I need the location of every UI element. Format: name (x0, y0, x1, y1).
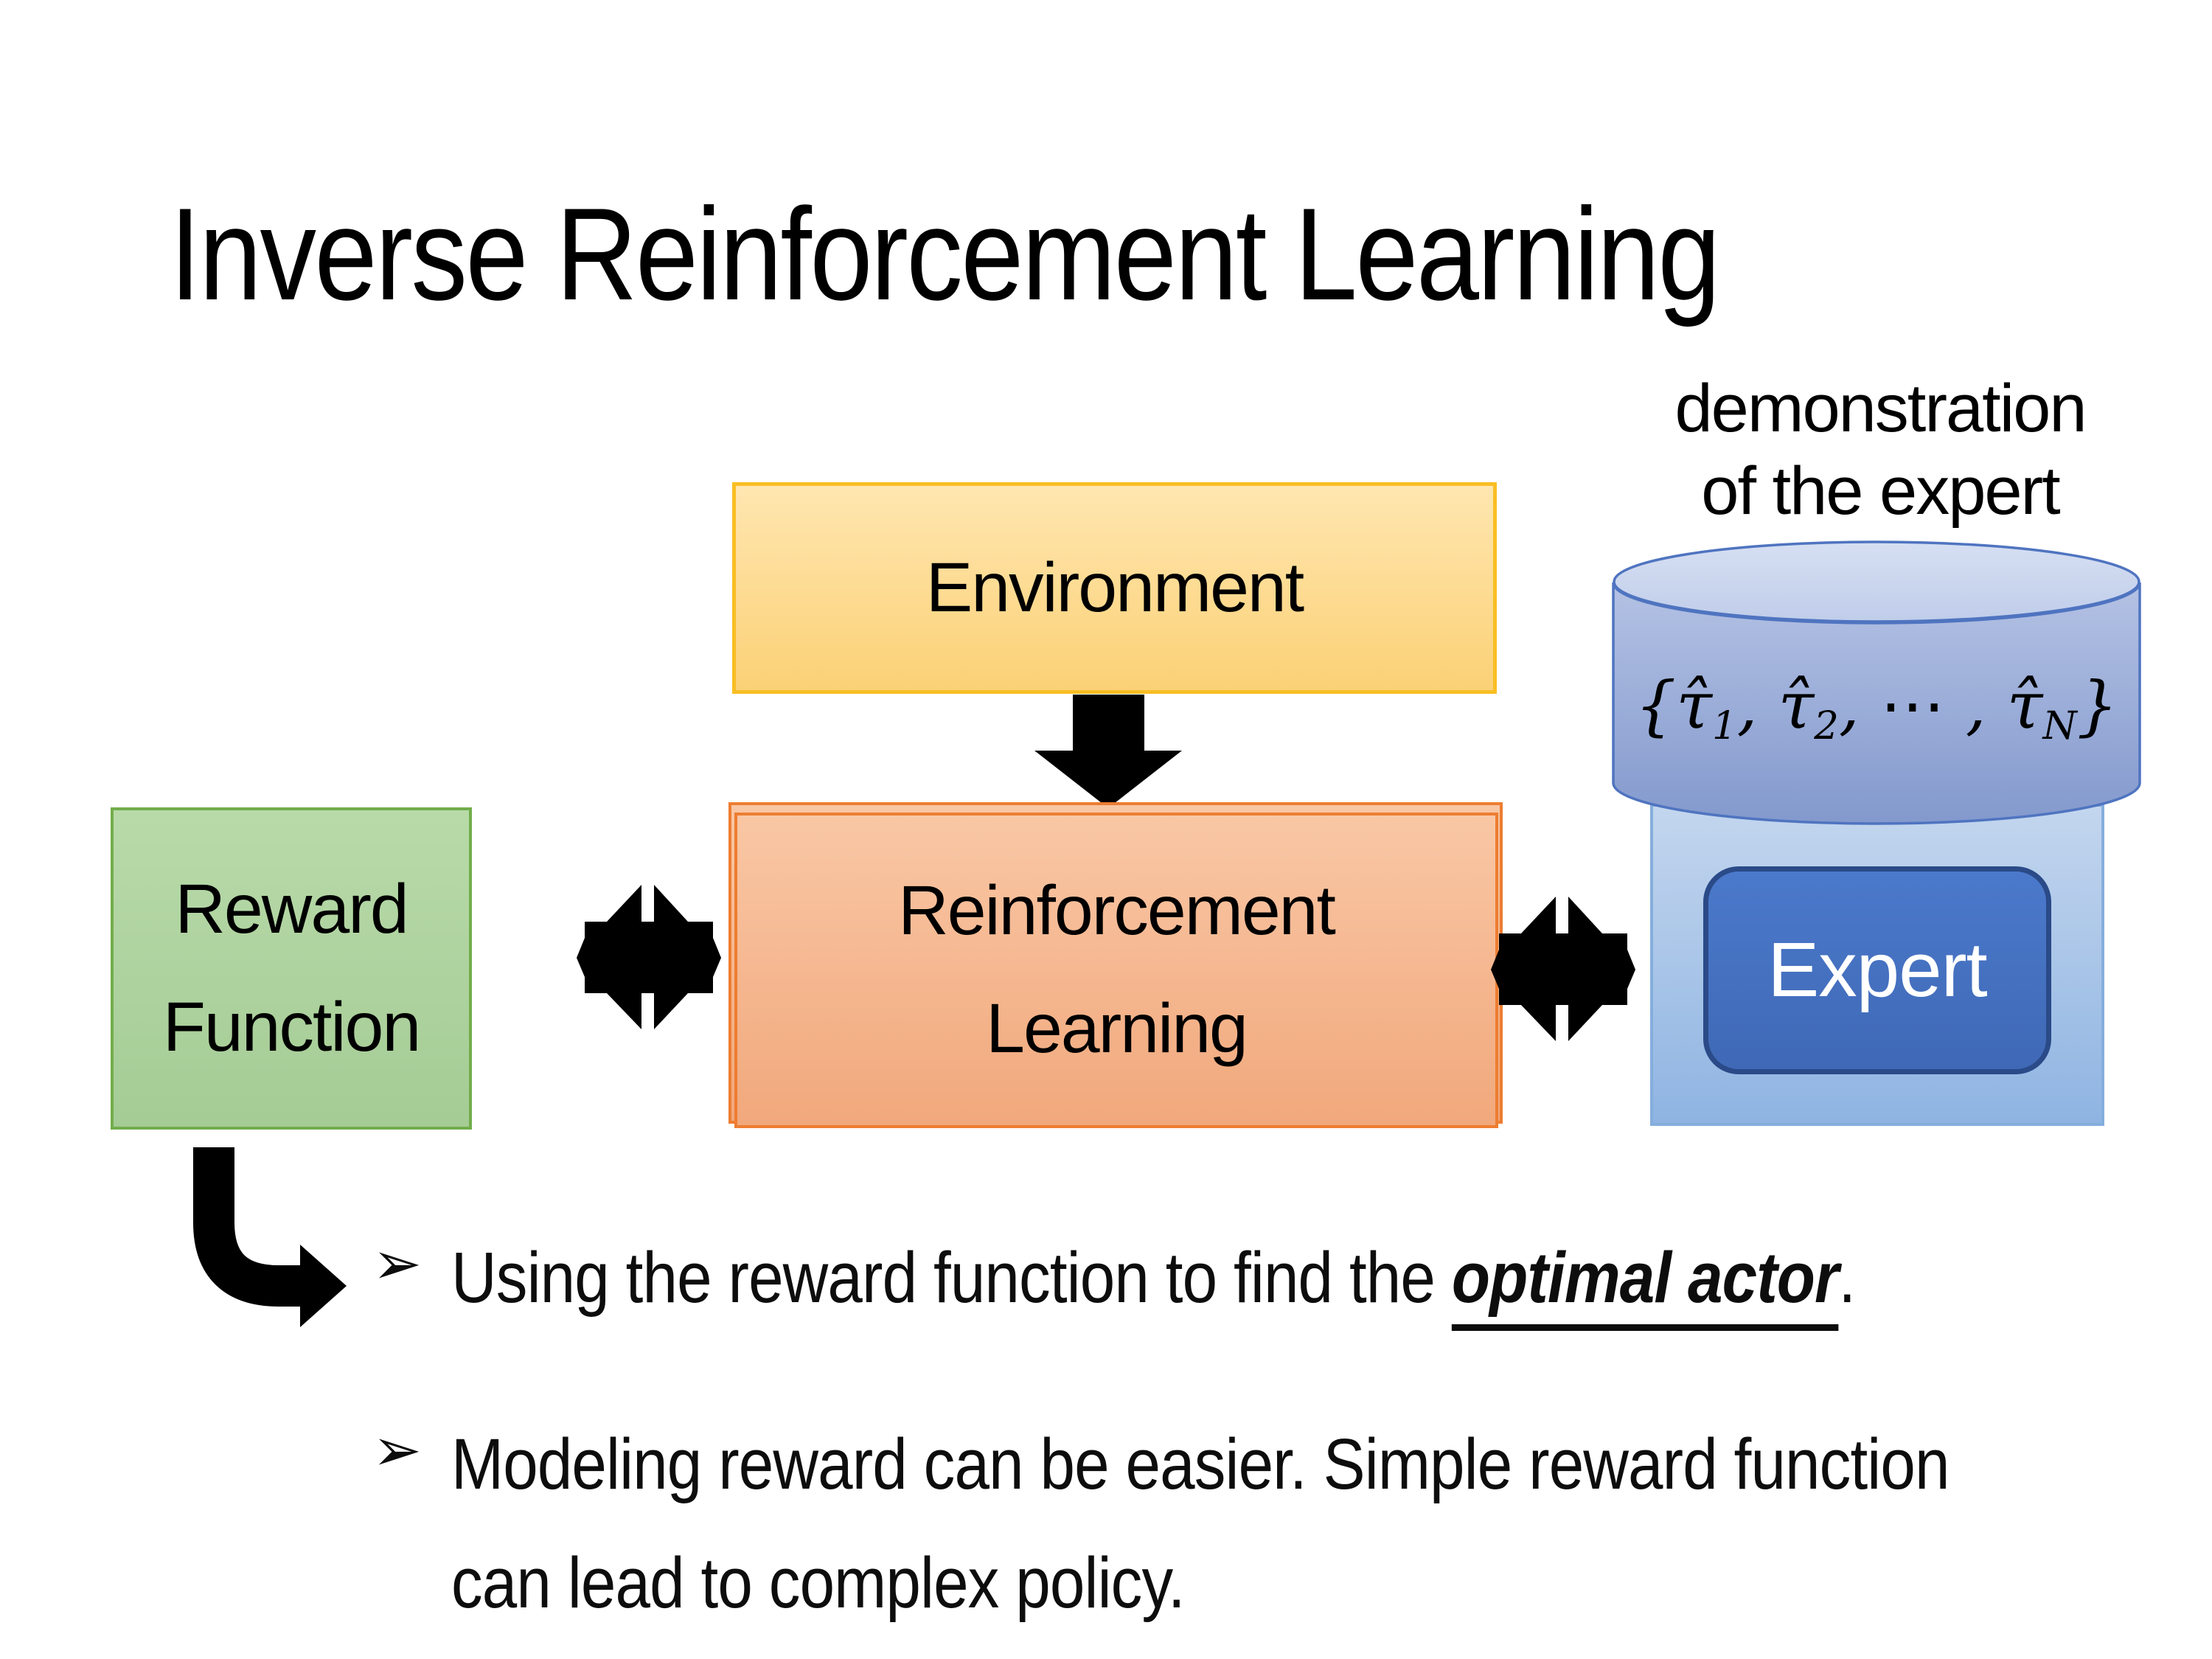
arrow-bullet-icon: ➢ (372, 1229, 422, 1298)
formula-sub2: 2 (1814, 703, 1839, 748)
bullet1-after: . (1838, 1237, 1856, 1318)
page-title-text: Inverse Reinforcement Learning (170, 181, 1721, 327)
formula-subN: N (2042, 703, 2077, 748)
rl-label-line1: Reinforcement (898, 872, 1336, 950)
reward-label-line2: Function (162, 987, 421, 1066)
expert-box: Expert (1703, 866, 2051, 1074)
environment-box: Environment (732, 482, 1497, 694)
bullet1-before: Using the reward function to find the (451, 1237, 1452, 1318)
bullet1-emphasis: optimal actor (1451, 1237, 1839, 1318)
trajectory-set-formula: {τ̂1, τ̂2, ⋯ , τ̂N} (1611, 667, 2142, 748)
rl-label-line2: Learning (986, 990, 1248, 1068)
demonstration-label-line2: of the expert (1701, 453, 2060, 529)
reward-to-bullets-bent-arrow (193, 1147, 347, 1327)
formula-tau1: τ̂ (1676, 667, 1713, 743)
demonstration-label: demonstration of the expert (1600, 367, 2160, 532)
formula-open-brace: { (1635, 667, 1677, 743)
expert-label: Expert (1767, 927, 1987, 1013)
formula-close-brace: } (2076, 667, 2118, 743)
reward-function-box: Reward Function (111, 807, 472, 1130)
reward-function-label: Reward Function (162, 851, 421, 1086)
formula-tauN: τ̂ (2006, 667, 2043, 743)
list-item: ➢ Using the reward function to find the … (372, 1218, 2212, 1337)
formula-tau2: τ̂ (1778, 667, 1815, 743)
demonstration-database-cylinder-icon (1612, 540, 2141, 825)
bullet-list: ➢ Using the reward function to find the … (372, 1218, 2212, 1642)
environment-label: Environment (925, 548, 1304, 627)
reward-label-line1: Reward (175, 869, 408, 948)
reward-rl-double-arrow-icon (577, 885, 721, 1029)
reinforcement-learning-box: Reinforcement Learning (734, 813, 1498, 1128)
demonstration-label-line1: demonstration (1674, 371, 2087, 446)
page-title: Inverse Reinforcement Learning (170, 178, 1971, 330)
rl-expert-double-arrow-icon (1491, 897, 1635, 1041)
formula-sub1: 1 (1712, 703, 1737, 748)
arrow-bullet-icon: ➢ (372, 1416, 422, 1485)
environment-to-rl-arrow (1034, 695, 1182, 808)
bullet2-text: Modeling reward can be easier. Simple re… (451, 1424, 1950, 1624)
list-item: ➢ Modeling reward can be easier. Simple … (372, 1405, 2212, 1642)
bullet1-text: Using the reward function to find the op… (451, 1218, 1856, 1337)
formula-comma1: , (1736, 667, 1778, 743)
formula-dots: , ⋯ , (1838, 667, 2007, 743)
reinforcement-learning-label: Reinforcement Learning (898, 852, 1336, 1088)
